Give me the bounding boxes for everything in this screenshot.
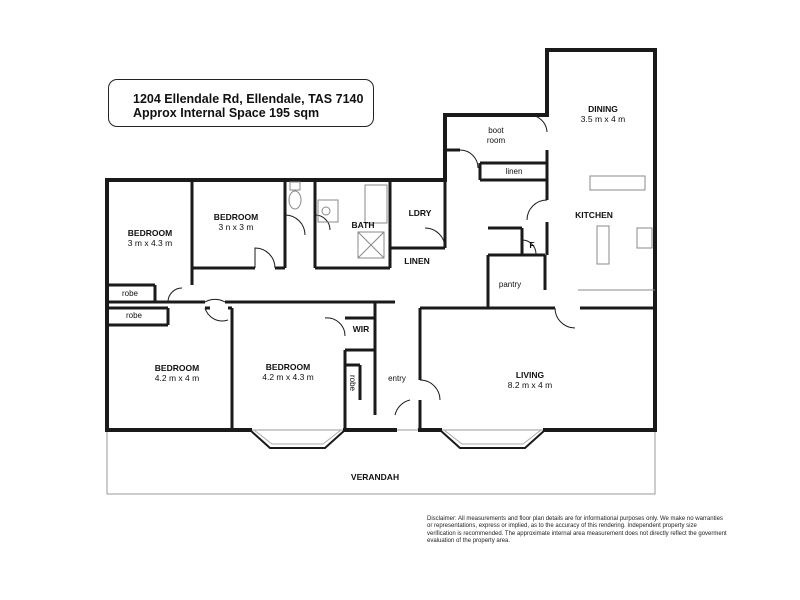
room-kitchen-name: KITCHEN: [575, 210, 613, 220]
room-dining: DINING 3.5 m x 4 m: [581, 104, 625, 124]
room-living-name: LIVING: [515, 370, 545, 380]
room-bedroom-sw-dims: 4.2 m x 4 m: [154, 373, 200, 383]
sink-icon: [636, 227, 653, 249]
room-bedroom-n-name: BEDROOM: [213, 212, 259, 222]
interior-walls: [107, 148, 655, 430]
room-ldry-name: LDRY: [408, 208, 432, 218]
island-bench: [596, 225, 610, 265]
address-text: 1204 Ellendale Rd, Ellendale, TAS 7140: [133, 92, 364, 106]
room-linen-upper-name: linen: [505, 167, 523, 176]
area-text: Approx Internal Space 195 sqm: [133, 106, 320, 120]
room-wir: WIR: [353, 324, 370, 334]
room-ldry: LDRY: [409, 208, 432, 218]
room-living-dims: 8.2 m x 4 m: [507, 380, 553, 390]
room-robe-1: robe: [122, 289, 138, 299]
room-wir-name: WIR: [352, 324, 370, 334]
room-kitchen: KITCHEN: [575, 210, 613, 220]
room-boot-room-name-2: room: [486, 136, 506, 145]
room-bath: BATH: [352, 220, 375, 230]
bathtub-icon: [364, 184, 388, 224]
room-bedroom-n: BEDROOM 3 n x 3 m: [214, 212, 258, 232]
room-bedroom-nw: BEDROOM 3 m x 4.3 m: [128, 228, 172, 248]
room-fridge: F: [529, 240, 534, 250]
room-bedroom-sw-name: BEDROOM: [154, 363, 200, 373]
room-bedroom-sw: BEDROOM 4.2 m x 4 m: [155, 363, 199, 383]
room-verandah-name: VERANDAH: [350, 472, 400, 482]
room-verandah: VERANDAH: [351, 472, 399, 482]
room-robe-2-name: robe: [125, 311, 143, 320]
room-boot-room-name-1: boot: [488, 126, 504, 135]
room-linen-lower: LINEN: [404, 256, 430, 266]
cistern-icon: [289, 181, 301, 191]
room-bedroom-nw-name: BEDROOM: [127, 228, 173, 238]
fixtures: [288, 175, 655, 291]
bay-windows: [249, 429, 546, 449]
toilet-icon: [288, 190, 302, 210]
room-robe-2: robe: [126, 311, 142, 321]
room-linen-lower-name: LINEN: [404, 256, 430, 266]
room-bedroom-nw-dims: 3 m x 4.3 m: [127, 238, 173, 248]
doors: [167, 114, 576, 416]
room-pantry-name: pantry: [498, 280, 522, 289]
bench-top: [589, 175, 646, 191]
room-entry: entry: [388, 374, 406, 384]
room-dining-name: DINING: [588, 104, 618, 114]
room-bedroom-s-name: BEDROOM: [265, 362, 311, 372]
basin-icon: [317, 199, 339, 223]
room-boot-room: boot room: [487, 126, 505, 146]
room-dining-dims: 3.5 m x 4 m: [580, 114, 626, 124]
room-entry-name: entry: [388, 374, 406, 383]
basin-drain-icon: [321, 206, 331, 216]
room-robe-3-name: robe: [348, 374, 357, 392]
disclaimer-text: Disclaimer: All measurements and floor p…: [427, 516, 727, 545]
address-label-box: 1204 Ellendale Rd, Ellendale, TAS 7140 A…: [108, 79, 374, 127]
shower-icon: [357, 231, 385, 259]
room-bedroom-s-dims: 4.2 m x 4.3 m: [262, 372, 314, 382]
room-bedroom-s: BEDROOM 4.2 m x 4.3 m: [262, 362, 314, 382]
room-bedroom-n-dims: 3 n x 3 m: [218, 222, 254, 232]
room-pantry: pantry: [499, 280, 521, 290]
room-bath-name: BATH: [351, 220, 375, 230]
room-robe-1-name: robe: [121, 289, 139, 298]
room-robe-3: robe: [347, 375, 357, 391]
room-fridge-name: F: [529, 240, 535, 250]
room-linen-upper: linen: [506, 167, 523, 177]
room-living: LIVING 8.2 m x 4 m: [508, 370, 552, 390]
verandah-outline: [106, 429, 656, 495]
